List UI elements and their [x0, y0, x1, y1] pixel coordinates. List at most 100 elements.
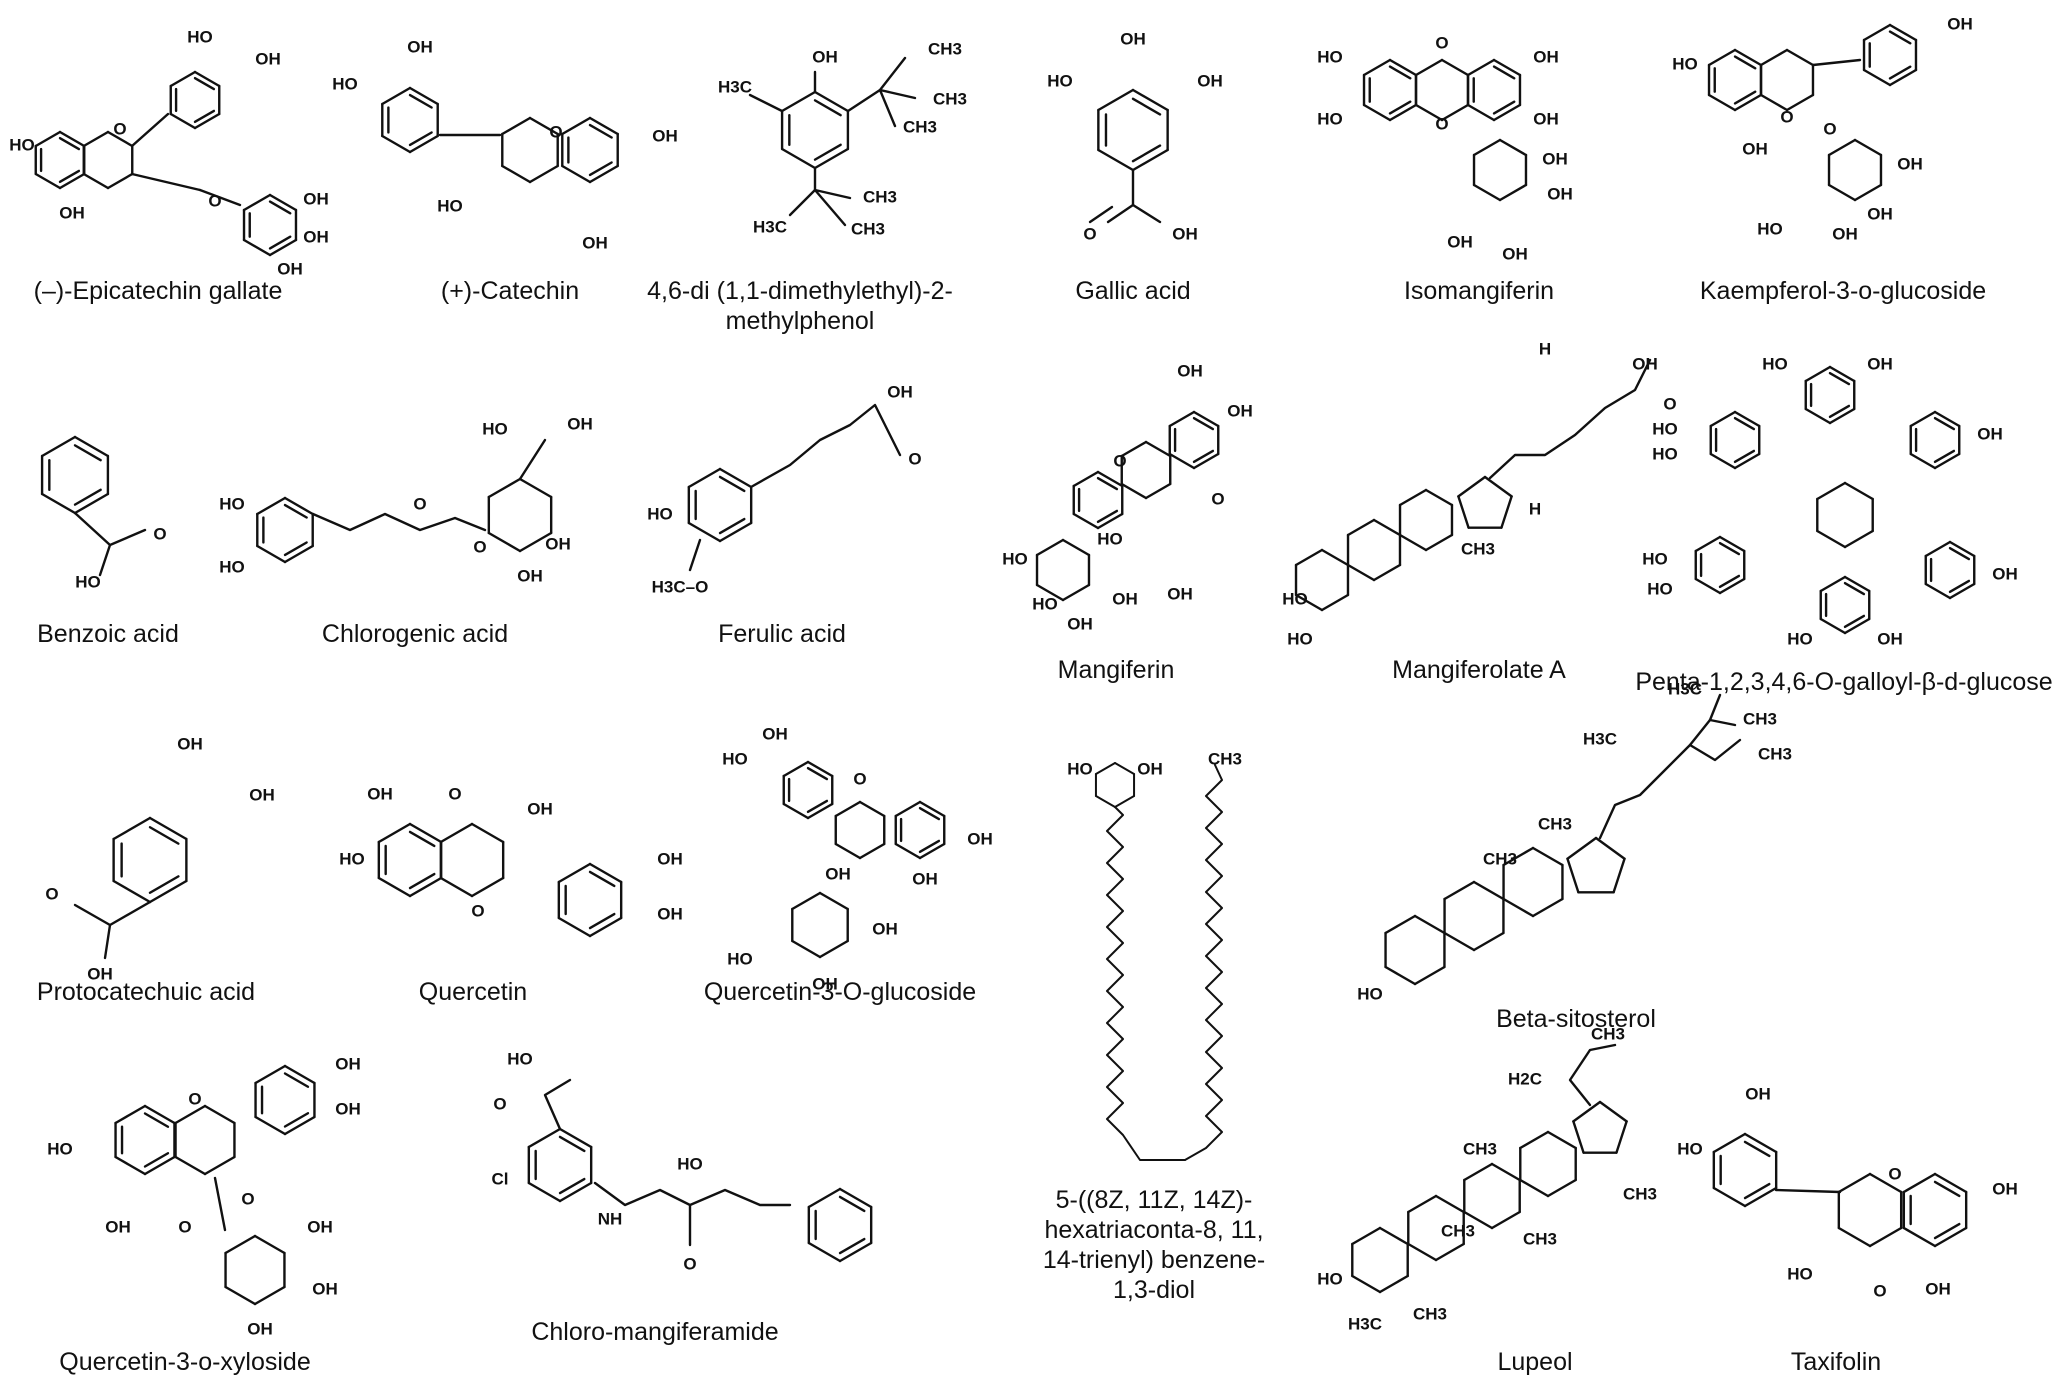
atom-label: O — [1083, 224, 1096, 243]
bond — [588, 161, 613, 177]
bond — [224, 1285, 257, 1306]
bond — [1320, 548, 1350, 567]
bond — [1346, 563, 1376, 582]
bond — [1612, 857, 1626, 894]
bond — [1804, 407, 1832, 425]
bond — [806, 799, 829, 814]
bond — [1131, 97, 1162, 116]
bond — [718, 475, 746, 493]
bond — [1707, 93, 1737, 112]
bond — [807, 1241, 842, 1263]
label-ferulic-acid: Ferulic acid — [718, 620, 846, 648]
atom-label: HO — [647, 504, 673, 523]
atom-label: OH — [1632, 354, 1658, 373]
bond — [1472, 931, 1505, 952]
bond — [918, 839, 941, 854]
bond — [1414, 58, 1444, 77]
bond — [1398, 488, 1428, 507]
bond — [130, 172, 202, 192]
bond — [1594, 836, 1626, 860]
bond — [1707, 48, 1737, 67]
bond — [846, 88, 882, 113]
bond — [782, 760, 810, 778]
bond — [1902, 1226, 1937, 1248]
bond — [1718, 535, 1746, 553]
bond — [1902, 1172, 1937, 1194]
label-isomangiferin: Isomangiferin — [1403, 277, 1555, 305]
atom-label: O — [471, 901, 484, 920]
bond — [1531, 897, 1564, 918]
bond-chain — [1488, 358, 1652, 480]
atom-label: O — [1663, 394, 1676, 413]
bond — [1096, 476, 1119, 491]
atom-label: HO — [1672, 54, 1698, 73]
bond — [1097, 148, 1135, 172]
bond — [1888, 30, 1912, 45]
bond — [818, 891, 849, 911]
bond — [106, 172, 134, 190]
label-kaempferol-glucoside: Kaempferol-3-o-glucoside — [1699, 277, 1987, 305]
bond — [1819, 575, 1847, 593]
atom-label: HO — [1787, 629, 1813, 648]
bond — [1933, 410, 1961, 428]
bond — [1827, 183, 1857, 202]
atom-label: OH — [1992, 564, 2018, 583]
bond-chain — [593, 1181, 692, 1247]
atom-label: H3C — [1348, 1314, 1382, 1333]
bond — [1888, 68, 1918, 87]
bond — [894, 842, 922, 860]
bond — [528, 164, 559, 184]
atom-label: OH — [1177, 361, 1203, 380]
atom-label: OH — [1547, 184, 1573, 203]
bond — [1712, 1132, 1747, 1154]
bond — [1131, 144, 1162, 163]
bond — [1372, 518, 1402, 537]
bond — [688, 538, 702, 572]
bond — [806, 760, 834, 778]
atom-label: H3C — [753, 217, 787, 236]
atom-label: O — [473, 537, 486, 556]
atom-label: OH — [517, 566, 543, 585]
bond — [1131, 203, 1162, 224]
bond — [1566, 857, 1580, 894]
bond — [557, 862, 592, 884]
atom-label: H3C — [1583, 729, 1617, 748]
bond — [1598, 1100, 1628, 1123]
bond — [203, 1155, 236, 1176]
bond — [518, 531, 553, 553]
bond — [1933, 452, 1961, 470]
bond — [408, 872, 436, 890]
bond — [1384, 914, 1417, 935]
bond — [558, 1181, 593, 1203]
atom-label: OH — [1067, 614, 1093, 633]
atom-label: OH — [303, 189, 329, 208]
bond — [1718, 577, 1746, 595]
atom-label: O — [45, 884, 58, 903]
bond — [1492, 65, 1516, 80]
bond — [1733, 449, 1756, 464]
atom-label: HO — [75, 572, 101, 591]
bond — [377, 822, 412, 844]
label-protocatechuic-acid: Protocatechuic acid — [36, 978, 256, 1006]
bond — [561, 116, 592, 136]
bond — [108, 528, 147, 547]
structure-benzoic-acid: OHO — [40, 435, 167, 591]
bond — [1828, 371, 1851, 386]
atom-label: OH — [1977, 424, 2003, 443]
atom-label: HO — [1762, 354, 1788, 373]
atom-label: OH — [1745, 1084, 1771, 1103]
atom-label: O — [1435, 33, 1448, 52]
bond — [1743, 1186, 1778, 1208]
bond — [1094, 795, 1116, 808]
atom-label: OH — [335, 1099, 361, 1118]
bond — [112, 879, 152, 904]
atom-label: OH — [87, 964, 113, 983]
atom-label: OH — [247, 1319, 273, 1338]
bond — [1144, 482, 1172, 500]
bond — [130, 112, 170, 148]
atom-label: HO — [219, 557, 245, 576]
